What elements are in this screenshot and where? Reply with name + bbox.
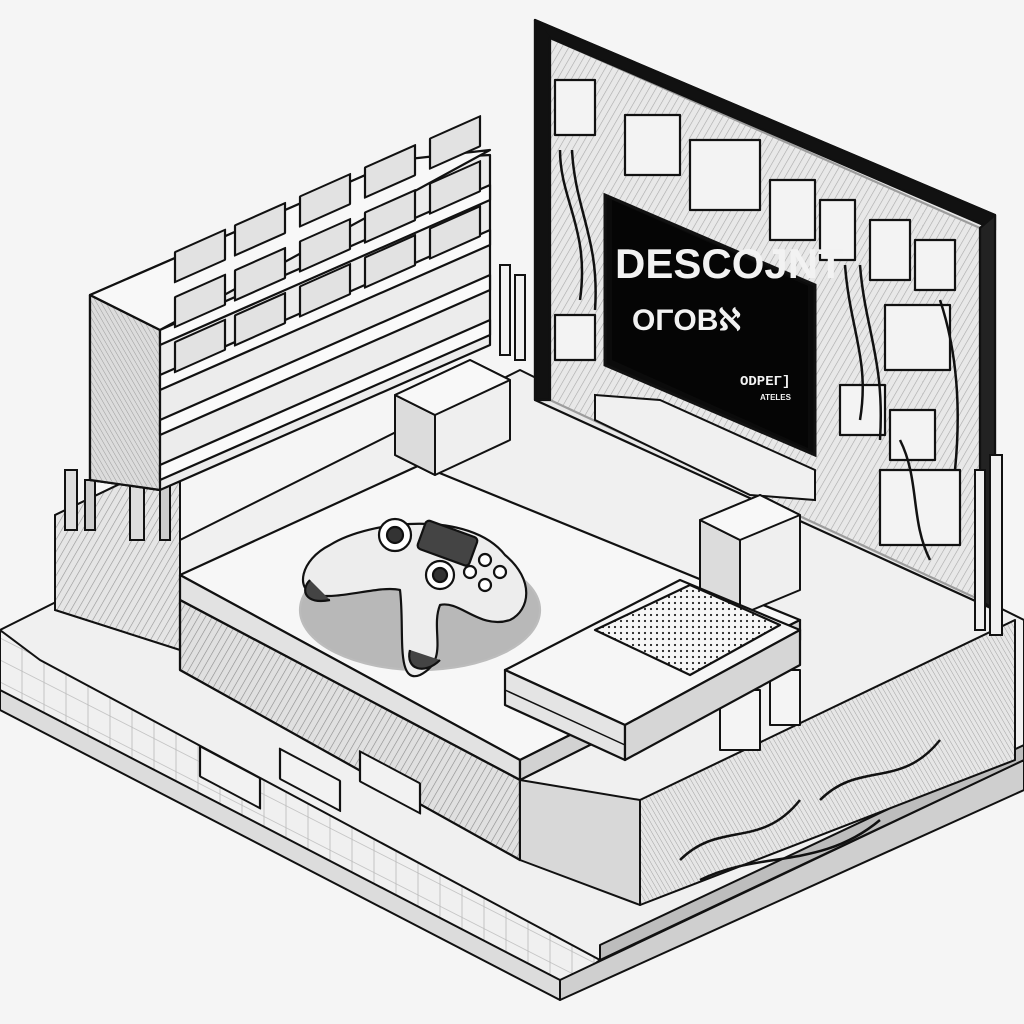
back-machinery-wall [533,18,997,612]
screen-line-2: OΓOBℵ [632,304,741,337]
crate-right [699,494,801,616]
screen-line-4: ATELES [760,393,792,402]
support-posts [499,264,1003,636]
game-console [503,578,802,762]
crate-back [394,359,511,476]
server-rack-left [88,115,492,492]
screen-line-3: ODPEΓ] [740,374,790,390]
screen-title: DESCOJNT [615,240,844,287]
right-lower-machinery [519,619,1016,906]
tv-monitor: DESCOJNT OΓOBℵ ODPEΓ] ATELES [594,192,844,502]
game-controller [298,517,542,678]
